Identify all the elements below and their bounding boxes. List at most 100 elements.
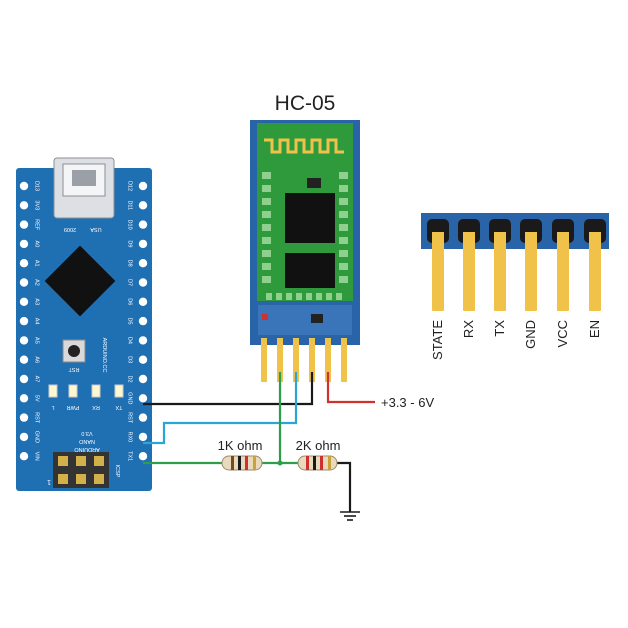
left-pin-label: A7 [34, 376, 40, 383]
edge-pad [339, 263, 348, 270]
led-label-pwr: PWR [67, 404, 80, 410]
edge-pad [262, 185, 271, 192]
wire-module-tx [143, 372, 298, 445]
left-header-pin [19, 432, 29, 442]
detail-pin-top [432, 232, 444, 252]
ground-symbol [340, 511, 360, 521]
right-header-pin [138, 336, 148, 345]
right-header-pin [138, 432, 148, 442]
left-header-pin [19, 239, 29, 249]
left-header-pin [19, 316, 29, 326]
right-pin-label: GND [127, 392, 133, 404]
right-pin-label: RX0 [127, 432, 133, 443]
right-header-pin [138, 239, 148, 249]
right-pin-label: D6 [127, 298, 133, 305]
pin-label-0: STATE [430, 320, 445, 360]
rst-text: RST [68, 366, 80, 372]
detail-pin-top [557, 232, 569, 252]
left-header-pin [19, 336, 29, 345]
status-leds: L PWR RX TX [48, 384, 124, 410]
edge-pad [286, 293, 292, 300]
pin-label-2: TX [492, 320, 507, 337]
right-header-pin [138, 413, 148, 422]
edge-pad [339, 172, 348, 179]
edge-pad [262, 263, 271, 270]
right-header-pin [138, 355, 148, 364]
brand-text: ARDUINO.CC [101, 338, 107, 373]
icsp-pin [94, 456, 104, 466]
hc05-chip-upper [285, 193, 335, 243]
edge-pad [339, 211, 348, 218]
detail-pin-top [494, 232, 506, 252]
pin-header-detail [421, 213, 609, 311]
led-pwr [68, 384, 78, 398]
edge-pad [262, 276, 271, 283]
module-header-pin [277, 338, 283, 382]
smd-resistor [262, 314, 268, 320]
left-pin-label: A2 [34, 279, 40, 286]
right-header-pin [138, 394, 148, 403]
edge-pad [339, 276, 348, 283]
detail-pin-top [463, 232, 475, 252]
right-header-pin [138, 201, 148, 210]
left-header-pin [19, 259, 29, 268]
smd-strip [258, 305, 352, 335]
usb-text: USA [90, 226, 102, 232]
left-pin-label: 5V [34, 395, 40, 402]
right-pin-label: D4 [127, 337, 133, 344]
icsp-text: ICSP [114, 465, 120, 478]
reset-button-cap[interactable] [68, 345, 80, 357]
left-header-pin [19, 181, 29, 191]
hc05-small-chip [307, 178, 321, 188]
edge-pad [262, 224, 271, 231]
edge-pad [262, 172, 271, 179]
left-header-pin [19, 355, 29, 364]
module-header-pin [341, 338, 347, 382]
icsp-pin [58, 456, 68, 466]
module-title: HC-05 [275, 92, 336, 115]
left-pin-label: GND [34, 431, 40, 443]
edge-pad [262, 250, 271, 257]
edge-pad [316, 293, 322, 300]
board-name-line-2: NANO [78, 438, 95, 444]
left-pin-label: 3V3 [34, 200, 40, 210]
edge-pad [262, 237, 271, 244]
left-pin-label: REF [34, 219, 40, 231]
year-text: 2009 [64, 226, 76, 232]
board-name-line-1: ARDUINO [74, 446, 100, 452]
left-pin-label: A3 [34, 298, 40, 305]
wire-vcc [326, 372, 375, 404]
led-label-tx: TX [115, 404, 122, 410]
right-header-pin [138, 278, 148, 287]
right-header-pin [138, 374, 148, 384]
icsp-pin [76, 474, 86, 484]
resistor-2-label: 2K ohm [296, 438, 341, 453]
right-header-pin [138, 220, 148, 229]
detail-pins [427, 219, 606, 311]
right-pin-label: D3 [127, 356, 133, 363]
icsp-pin [58, 474, 68, 484]
left-header-pin [19, 201, 29, 210]
edge-pad [339, 185, 348, 192]
led-l [48, 384, 58, 398]
right-pin-label: D7 [127, 279, 133, 286]
right-pin-label: TX1 [127, 451, 133, 461]
led-tx [114, 384, 124, 398]
pin-label-4: VCC [555, 320, 570, 347]
edge-pad [276, 293, 282, 300]
edge-pad [266, 293, 272, 300]
nano-pcb [16, 168, 152, 491]
left-pin-label: A5 [34, 337, 40, 344]
left-header-pin [19, 297, 29, 306]
edge-pad [326, 293, 332, 300]
edge-pad [262, 198, 271, 205]
left-pin-label: VIN [34, 452, 40, 461]
icsp-header [53, 452, 109, 488]
left-header-pin [19, 413, 29, 422]
junction-dot [277, 460, 283, 466]
right-header-pin [138, 316, 148, 326]
edge-pad [306, 293, 312, 300]
pin-label-3: GND [523, 320, 538, 349]
